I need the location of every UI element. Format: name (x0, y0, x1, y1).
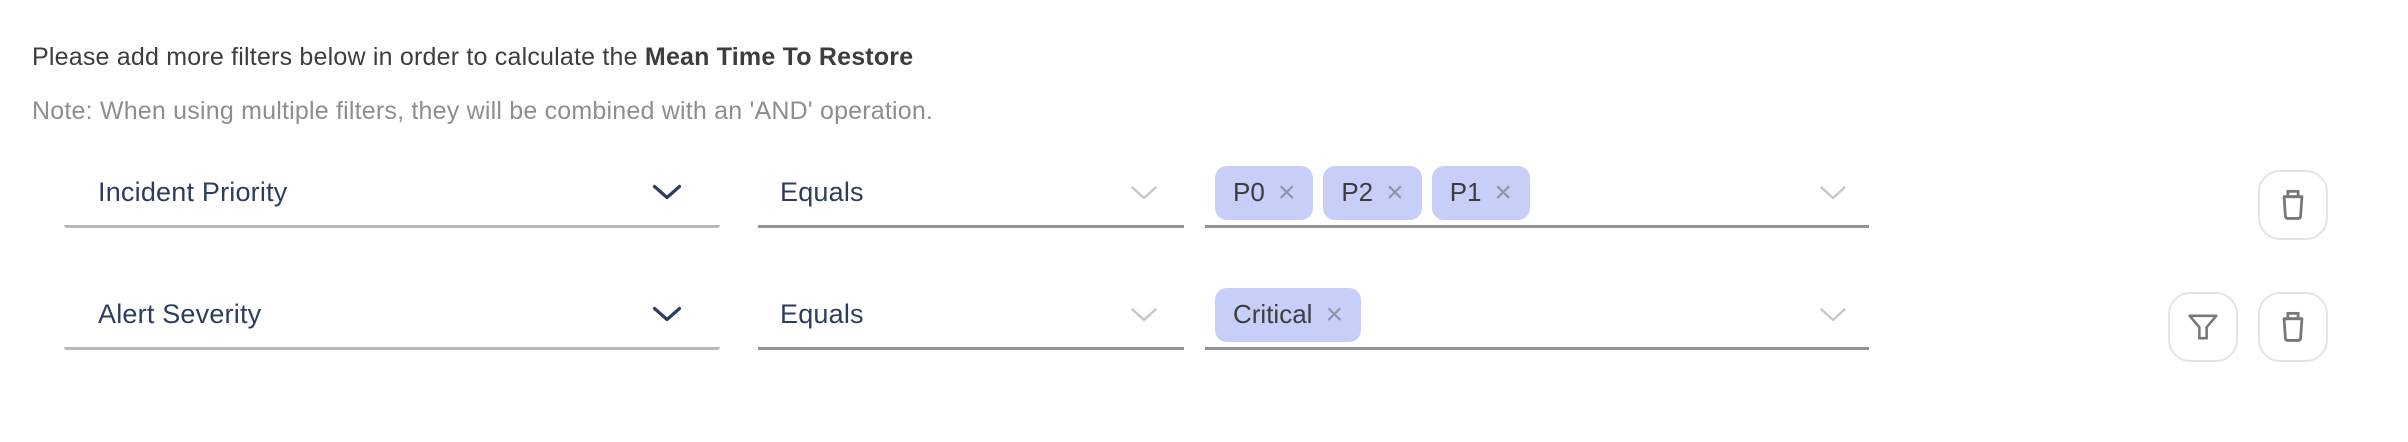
note-text: Note: When using multiple filters, they … (32, 97, 934, 125)
value-tag: P2 × (1323, 165, 1422, 220)
remove-tag-icon[interactable]: × (1494, 175, 1513, 209)
field-select-value: Alert Severity (98, 299, 262, 329)
field-select[interactable]: Incident Priority (64, 160, 720, 228)
filter-row-incident-priority: Incident Priority Equals P0 × P2 × (64, 160, 2328, 240)
field-select[interactable]: Alert Severity (64, 282, 720, 350)
delete-filter-button[interactable] (2258, 170, 2328, 240)
chevron-down-icon (1820, 185, 1846, 199)
values-multiselect[interactable]: Critical × (1205, 282, 1869, 350)
value-tag-label: P0 (1233, 177, 1265, 207)
selected-values: Critical × (1215, 287, 1361, 342)
chevron-down-icon (652, 306, 682, 322)
chevron-down-icon (1131, 307, 1157, 321)
delete-filter-button[interactable] (2258, 292, 2328, 362)
row-actions (2258, 170, 2328, 240)
trash-icon (2282, 189, 2304, 220)
funnel-icon (2188, 314, 2218, 340)
value-tag: P0 × (1215, 165, 1314, 220)
remove-tag-icon[interactable]: × (1277, 175, 1296, 209)
selected-values: P0 × P2 × P1 × (1215, 165, 1531, 220)
values-multiselect[interactable]: P0 × P2 × P1 × (1205, 160, 1869, 228)
trash-icon (2282, 311, 2304, 342)
chevron-down-icon (652, 184, 682, 200)
remove-tag-icon[interactable]: × (1386, 175, 1404, 209)
value-tag: Critical × (1215, 287, 1361, 342)
value-tag-label: P1 (1449, 177, 1482, 207)
chevron-down-icon (1820, 307, 1846, 321)
apply-filter-button[interactable] (2168, 292, 2238, 362)
operator-select-value: Equals (780, 299, 864, 329)
remove-tag-icon[interactable]: × (1325, 297, 1343, 331)
chevron-down-icon (1131, 185, 1157, 199)
metric-name: Mean Time To Restore (644, 43, 914, 71)
operator-select[interactable]: Equals (758, 282, 1184, 350)
value-tag-label: Critical (1233, 299, 1313, 329)
operator-select-value: Equals (780, 177, 864, 207)
filter-row-alert-severity: Alert Severity Equals Critical × (64, 282, 2328, 362)
operator-select[interactable]: Equals (758, 160, 1184, 228)
intro-prefix: Please add more filters below in order t… (32, 43, 645, 71)
row-actions (2168, 292, 2328, 362)
value-tag-label: P2 (1341, 177, 1374, 207)
field-select-value: Incident Priority (98, 177, 288, 207)
value-tag: P1 × (1431, 165, 1531, 220)
intro-text: Please add more filters below in order t… (32, 42, 2408, 72)
